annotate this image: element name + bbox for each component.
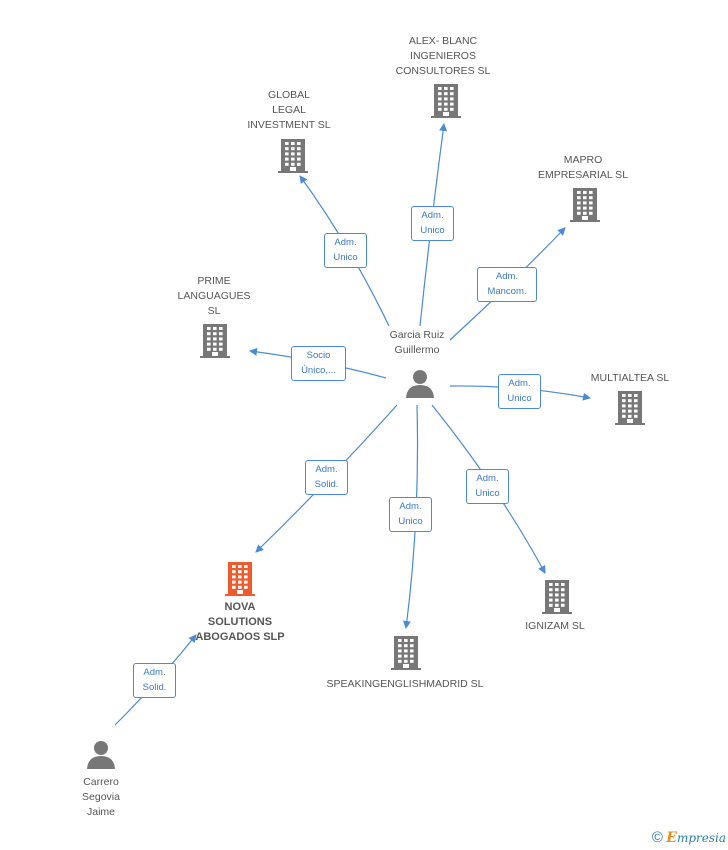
building-icon-graphic <box>391 636 421 670</box>
building-icon-graphic <box>431 84 461 118</box>
building-icon-graphic <box>542 580 572 614</box>
company-label[interactable]: MAPRO EMPRESARIAL SL <box>537 154 629 181</box>
copyright-icon: © <box>651 829 663 846</box>
building-icon-graphic <box>570 188 600 222</box>
person-icon-graphic <box>87 741 115 769</box>
building-icon-graphic <box>278 139 308 173</box>
company-label[interactable]: PRIME LANGUAGUES SL <box>177 275 251 317</box>
person-icon[interactable] <box>405 368 435 403</box>
person-icon[interactable] <box>86 739 116 774</box>
person-label[interactable]: Carrero Segovia Jaime <box>82 776 120 818</box>
person-label[interactable]: Garcia Ruiz Guillermo <box>389 329 445 356</box>
building-icon[interactable] <box>431 84 461 123</box>
building-icon-graphic <box>200 324 230 358</box>
edge-role-label[interactable]: Adm. Solid. <box>133 663 176 698</box>
empresia-logo-e: E <box>666 830 677 846</box>
empresia-footer[interactable]: © Empresia <box>652 829 726 846</box>
edge-role-label[interactable]: Socio Único,... <box>291 346 346 381</box>
building-icon-graphic <box>615 391 645 425</box>
building-icon[interactable] <box>391 636 421 675</box>
person-icon-graphic <box>406 370 434 398</box>
empresia-logo-text: mpresia <box>676 831 726 845</box>
building-icon[interactable] <box>225 562 255 601</box>
company-label[interactable]: ALEX- BLANC INGENIEROS CONSULTORES SL <box>395 35 491 77</box>
edge-role-label[interactable]: Adm. Unico <box>324 233 367 268</box>
edge-role-label[interactable]: Adm. Unico <box>411 206 454 241</box>
building-icon-graphic <box>225 562 255 596</box>
company-label[interactable]: GLOBAL LEGAL INVESTMENT SL <box>247 89 331 131</box>
company-label[interactable]: IGNIZAM SL <box>525 620 585 632</box>
building-icon[interactable] <box>542 580 572 619</box>
company-label[interactable]: SPEAKINGENGLISHMADRID SL <box>326 678 484 690</box>
edge-role-label[interactable]: Adm. Unico <box>389 497 432 532</box>
edge-role-label[interactable]: Adm. Unico <box>466 469 509 504</box>
company-label[interactable]: NOVA SOLUTIONS ABOGADOS SLP <box>195 601 285 643</box>
edge-role-label[interactable]: Adm. Mancom. <box>477 267 537 302</box>
building-icon[interactable] <box>615 391 645 430</box>
company-label[interactable]: MULTIALTEA SL <box>590 372 670 384</box>
edge-role-label[interactable]: Adm. Unico <box>498 374 541 409</box>
edge-role-label[interactable]: Adm. Solid. <box>305 460 348 495</box>
building-icon[interactable] <box>200 324 230 363</box>
building-icon[interactable] <box>570 188 600 227</box>
building-icon[interactable] <box>278 139 308 178</box>
